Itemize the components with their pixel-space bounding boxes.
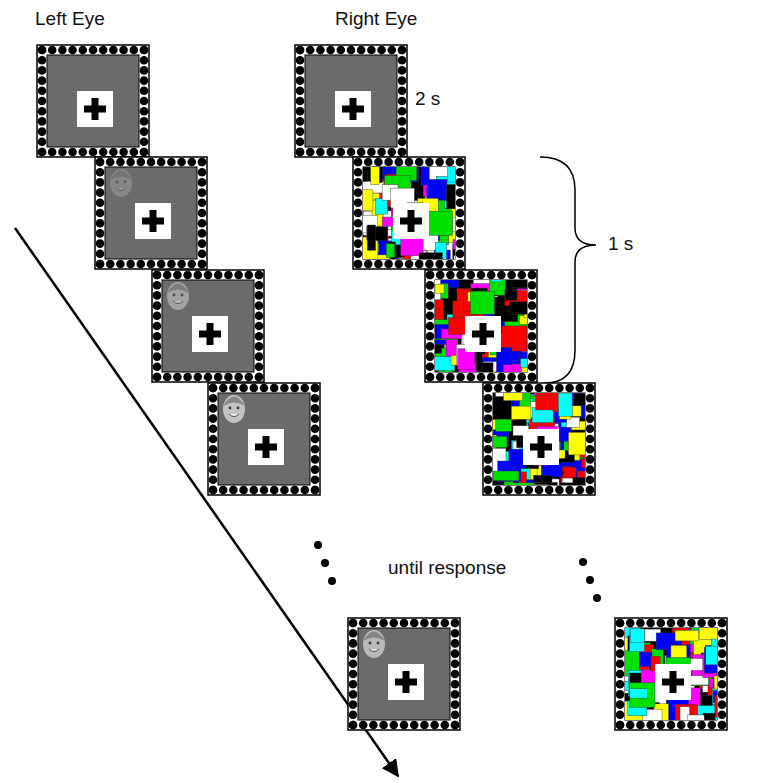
timing-label: until response: [388, 557, 506, 580]
display-frame: [295, 45, 407, 157]
ellipsis-dots: [314, 541, 601, 602]
stimulus-frames: [37, 45, 736, 741]
timing-label: 1 s: [608, 233, 633, 256]
timing-label: 2 s: [415, 88, 440, 111]
display-frame: [37, 45, 149, 157]
display-frame: [208, 383, 320, 495]
column-heading: Left Eye: [35, 8, 105, 31]
display-frame: [615, 618, 736, 741]
display-frame: [95, 157, 207, 269]
face-stimulus: [363, 630, 385, 658]
display-frame: [348, 618, 460, 730]
face-stimulus: [167, 282, 189, 310]
duration-bracket: [540, 157, 596, 383]
column-heading: Right Eye: [335, 8, 417, 31]
face-stimulus: [223, 395, 245, 423]
display-frame: [152, 270, 264, 382]
face-stimulus: [110, 169, 132, 197]
time-arrow: [15, 228, 398, 776]
display-frame: [483, 383, 607, 509]
display-frame: [353, 157, 473, 279]
display-frame: [425, 270, 545, 388]
